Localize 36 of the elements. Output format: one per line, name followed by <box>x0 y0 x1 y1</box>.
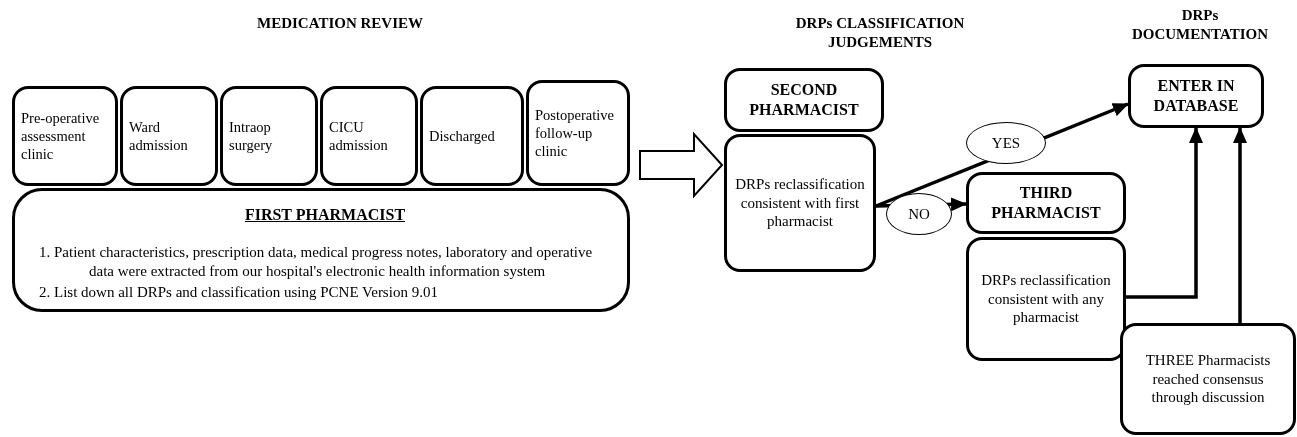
box-text: Postoperative follow-up clinic <box>535 105 615 161</box>
process-box <box>724 134 876 272</box>
stage-box <box>320 86 418 186</box>
box-text: ENTER IN DATABASE <box>1152 76 1240 116</box>
stage-box <box>12 86 118 186</box>
box-text: Ward admission <box>129 117 189 155</box>
arrow <box>1233 127 1247 323</box>
section-heading: MEDICATION REVIEW <box>256 14 424 33</box>
stage-box <box>220 86 318 186</box>
process-box <box>12 188 630 312</box>
box-text: SECOND PHARMACIST <box>748 80 860 120</box>
role-box <box>966 172 1126 234</box>
edge-label: NO <box>886 193 952 235</box>
box-text: THIRD PHARMACIST <box>990 183 1102 223</box>
box-text: DRPs reclassification consistent with any pharmacist <box>980 270 1112 328</box>
box-text: THREE Pharmacists reached consensus through discussion <box>1144 350 1272 408</box>
list-item: 2. List down all DRPs and classification using PCNE Version 9.01 <box>39 282 439 302</box>
section-heading: DRPs CLASSIFICATION JUDGEMENTS <box>794 14 966 52</box>
process-box <box>966 237 1126 361</box>
edge-label: YES <box>966 122 1046 164</box>
box-text: CICU admission <box>329 117 389 155</box>
box-text: Discharged <box>429 126 496 146</box>
box-text: Intraop surgery <box>229 117 274 155</box>
list-item: 1. Patient characteristics, prescription data, medical progress notes, laboratory and operative data were extracted from our hospital's electronic health information system <box>39 243 594 281</box>
block-arrow <box>639 131 724 199</box>
box-text: DRPs reclassification consistent with first pharmacist <box>734 174 866 232</box>
stage-box <box>420 86 524 186</box>
stage-box <box>120 86 218 186</box>
box-heading: FIRST PHARMACIST <box>243 205 407 225</box>
process-box <box>1120 323 1296 435</box>
stage-box <box>526 80 630 186</box>
role-box <box>1128 64 1264 128</box>
arrow <box>1126 127 1203 299</box>
role-box <box>724 68 884 132</box>
box-text: Pre-operative assessment clinic <box>21 108 101 164</box>
section-heading: DRPs DOCUMENTATION <box>1130 6 1270 44</box>
